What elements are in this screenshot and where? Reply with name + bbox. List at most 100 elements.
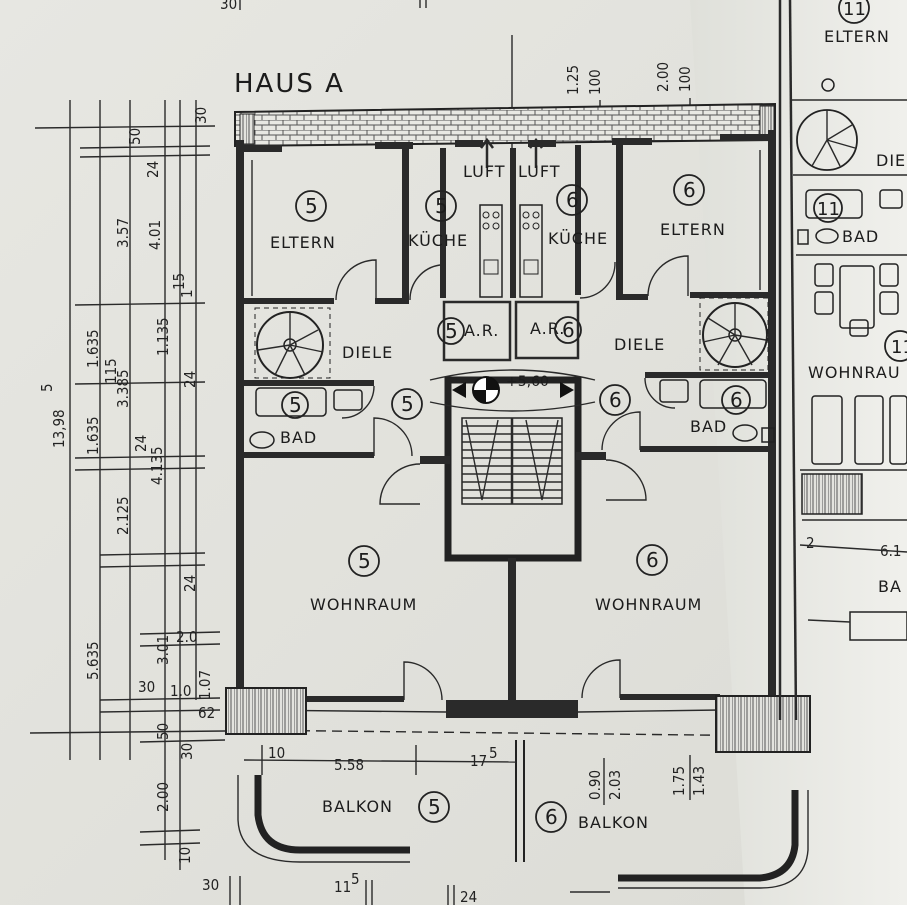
top-mark-30: 30 — [220, 0, 237, 13]
right-room-ba: BA — [878, 577, 902, 596]
paper-fold-highlight — [690, 0, 907, 905]
room-label-diele-5: DIELE — [342, 343, 393, 362]
unit-number: 5 — [305, 194, 318, 218]
dim-1-07: 1.07 — [196, 670, 214, 700]
dim-3-57: 3.57 — [114, 218, 132, 248]
right-unit-number: 11 — [843, 0, 866, 20]
dim-115-b: 115 — [102, 358, 120, 384]
room-label-bad-6: BAD — [690, 417, 727, 436]
dim-1-15: 1 — [178, 289, 196, 298]
unit-markers: 5 5 6 6 5 6 5 5 6 6 5 6 5 6 — [281, 174, 751, 833]
dim-50: 50 — [126, 128, 144, 145]
room-label-wohnraum-6: WOHNRAUM — [595, 595, 702, 614]
bottom-dim-17-5: 17 — [470, 752, 487, 770]
door-swings — [335, 255, 689, 701]
bottom-dim-17-5-sup: 5 — [489, 744, 498, 762]
dim-30-b: 30 — [178, 743, 196, 760]
unit-number: 5 — [435, 194, 448, 218]
dim-1-635: 1.635 — [84, 329, 102, 368]
dim-10-b: 10 — [176, 847, 194, 864]
roof-parapet — [234, 102, 776, 148]
room-label-balkon-5: BALKON — [322, 797, 393, 816]
right-room-eltern: ELTERN — [824, 27, 890, 46]
bottom-dim-5-58: 5.58 — [334, 756, 364, 774]
dim-100-a: 100 — [586, 69, 604, 95]
dim-1-135: 1.135 — [154, 317, 172, 356]
dim-5-635: 5.635 — [84, 641, 102, 680]
unit-number: 6 — [646, 548, 659, 572]
bottom-dim-2-03: 2.03 — [606, 770, 624, 800]
dim-62: 62 — [198, 704, 215, 722]
bath-fixtures — [249, 379, 775, 449]
unit-number: 5 — [358, 549, 371, 573]
staircase — [461, 417, 563, 505]
dim-4-01: 4.01 — [146, 220, 164, 250]
dim-2-00: 2.00 — [154, 782, 172, 812]
dimension-chains — [29, 100, 226, 870]
room-label-ar-5: A.R. — [464, 321, 499, 340]
bottom-edge-11-5-sup: 5 — [351, 870, 360, 888]
dim-3-01: 3.01 — [154, 635, 172, 665]
room-label-wohnraum-5: WOHNRAUM — [310, 595, 417, 614]
dim-24-a: 24 — [144, 161, 162, 178]
unit-number: 6 — [683, 178, 696, 202]
bottom-edge-30: 30 — [202, 876, 219, 894]
unit-number: 6 — [562, 318, 575, 342]
interior-walls — [244, 145, 768, 718]
bottom-dim-0-90: 0.90 — [586, 770, 604, 800]
right-unit-number-3: 11 — [891, 337, 907, 358]
dim-2-0: 2.0 — [176, 628, 197, 646]
dim-total: 13,98 — [50, 409, 68, 448]
bottom-dim-1-43: 1.43 — [690, 766, 708, 796]
room-label-balkon-6: BALKON — [578, 813, 649, 832]
air-shaft-arrows — [480, 137, 543, 168]
room-label-ar-6: A.R. — [530, 319, 565, 338]
right-room-wohn: WOHNRAU — [808, 363, 901, 382]
dim-2-00: 2.00 — [654, 62, 672, 92]
balconies — [237, 740, 809, 889]
unit-number: 6 — [566, 188, 579, 212]
bottom-edge-24: 24 — [460, 888, 477, 905]
right-unit-number-2: 11 — [817, 199, 840, 220]
dim-4-135: 4.135 — [148, 446, 166, 485]
dim-3-385: 3.385 — [114, 369, 132, 408]
luft-label-right: LUFT — [518, 162, 561, 181]
pier-left — [225, 687, 307, 735]
dim-30-top: 30 — [192, 107, 210, 124]
dim-30-a: 30 — [138, 678, 155, 696]
dim-total-sup: 5 — [38, 383, 56, 392]
outer-walls — [236, 130, 776, 700]
unit-number: 6 — [545, 805, 558, 829]
page-title: HAUS A — [234, 69, 345, 99]
dim-2-125: 2.125 — [114, 496, 132, 535]
room-label-bad-5: BAD — [280, 428, 317, 447]
right-room-die: DIE — [876, 151, 906, 170]
unit-number: 5 — [445, 319, 458, 343]
room-label-kueche-5: KÜCHE — [408, 231, 468, 250]
right-room-bad: BAD — [842, 227, 879, 246]
pier-right — [715, 695, 811, 753]
bottom-edge-11-5: 11 — [334, 878, 351, 896]
bottom-dim-10: 10 — [268, 744, 285, 762]
dim-1-15-sup: 15 — [170, 273, 188, 290]
dim-50-b: 50 — [154, 723, 172, 740]
unit-number: 5 — [289, 393, 302, 417]
room-label-diele-6: DIELE — [614, 335, 665, 354]
luft-label-left: LUFT — [463, 162, 506, 181]
dim-24-b: 24 — [181, 371, 199, 388]
right-building: 11 ELTERN DIE 11 BAD 11 WOHNRAU 2 6.1 BA — [778, 0, 907, 721]
right-dim-2: 2 — [806, 534, 815, 552]
room-label-eltern-6: ELTERN — [660, 220, 726, 239]
bottom-dim-1-75: 1.75 — [670, 766, 688, 796]
unit-number: 5 — [428, 795, 441, 819]
room-label-kueche-6: KÜCHE — [548, 229, 608, 248]
unit-number: 6 — [609, 388, 622, 412]
dim-1-0: 1.0 — [170, 682, 191, 700]
spiral-stair-right — [699, 297, 769, 371]
dim-1-635-b: 1.635 — [84, 416, 102, 455]
spiral-stair-left — [254, 307, 331, 379]
unit-number: 6 — [730, 388, 743, 412]
level-marker: +5,60 — [429, 369, 596, 412]
dim-24-c: 24 — [132, 435, 150, 452]
